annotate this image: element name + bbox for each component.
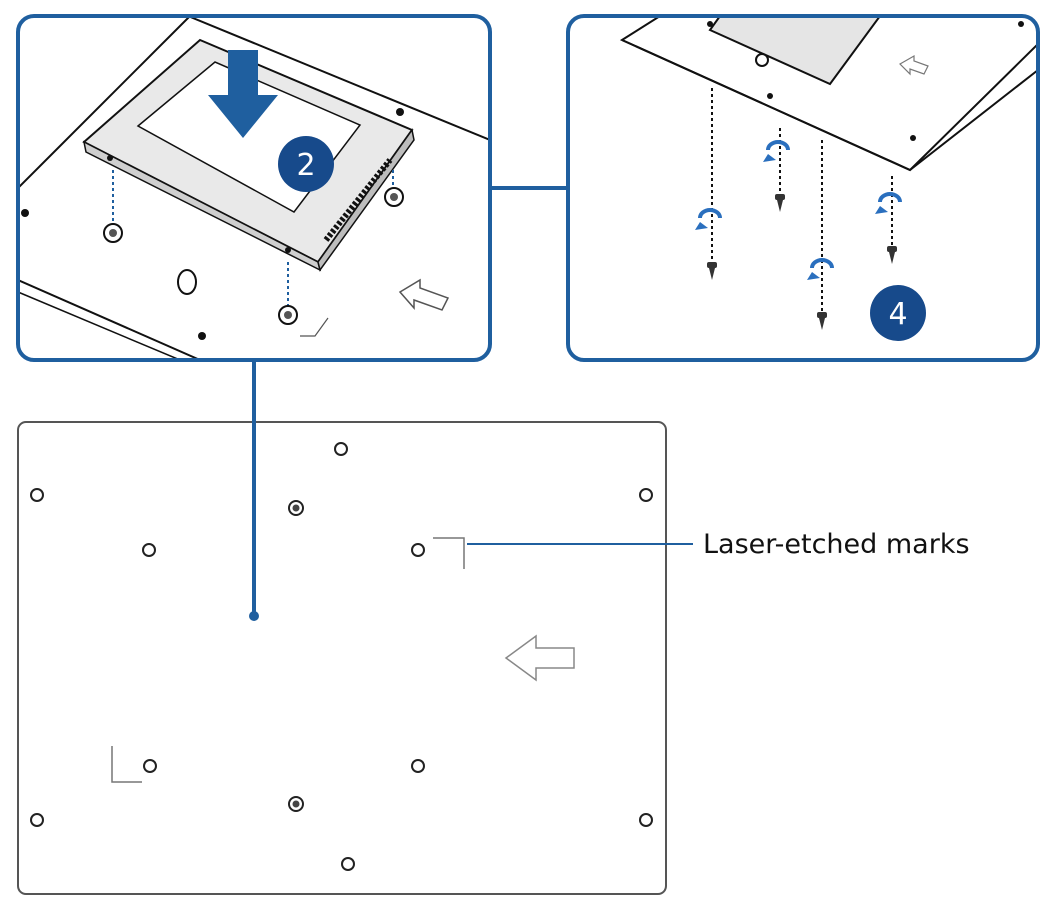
laser-etched-marks — [111, 537, 465, 783]
rotate-arrow-heads — [695, 154, 888, 280]
slide-direction-arrow-icon — [398, 278, 450, 311]
mounting-plate — [17, 421, 667, 895]
mounting-holes — [30, 442, 653, 871]
slide-direction-arrow-icon — [504, 634, 575, 682]
threaded-holes — [288, 500, 304, 812]
step-2-badge: 2 — [278, 136, 334, 192]
screw-icon — [707, 194, 897, 330]
panel-step-2: 2 — [18, 16, 490, 360]
callout-label: Laser-etched marks — [703, 529, 970, 560]
down-arrow-icon — [208, 50, 278, 138]
step-4-badge: 4 — [870, 285, 926, 341]
step-2-number: 2 — [296, 148, 315, 183]
screw-guides — [711, 88, 893, 312]
step-4-number: 4 — [888, 297, 907, 332]
rotate-arrow-icon — [698, 140, 902, 269]
standoff-icon — [103, 187, 404, 325]
panel-step-4: 4 — [619, 16, 1038, 341]
